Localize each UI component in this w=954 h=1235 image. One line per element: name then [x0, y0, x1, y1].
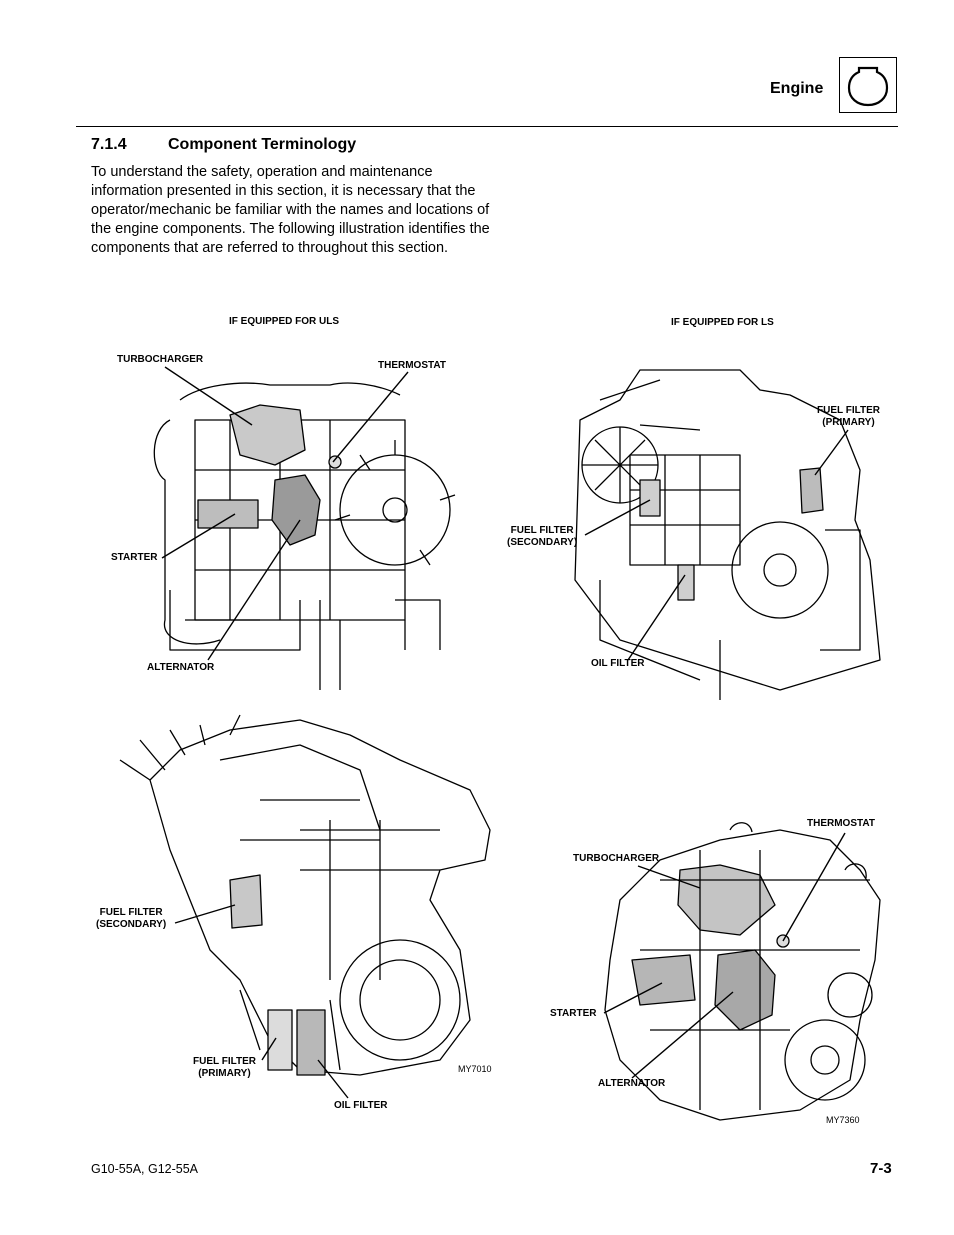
label-turbocharger-uls: TURBOCHARGER: [117, 354, 204, 365]
intro-paragraph: To understand the safety, operation and …: [91, 164, 490, 256]
leader-lines: [161, 366, 849, 1099]
label-oil-filter-uls-rear: OIL FILTER: [334, 1100, 388, 1111]
header-rule: [76, 126, 898, 127]
label-fuel-filter-primary-ls: FUEL FILTER (PRIMARY): [817, 405, 880, 428]
label-fuel-filter-secondary-uls-rear: FUEL FILTER (SECONDARY): [96, 907, 167, 930]
figure-caption-uls: IF EQUIPPED FOR ULS: [229, 316, 340, 327]
label-fuel-filter-primary-uls-rear: FUEL FILTER (PRIMARY): [193, 1056, 256, 1079]
label-alternator-uls: ALTERNATOR: [147, 662, 215, 673]
label-oil-filter-ls: OIL FILTER: [591, 658, 645, 669]
figure-code-my7360: MY7360: [826, 1115, 860, 1125]
section-title: Component Terminology: [168, 136, 357, 153]
footer-models: G10-55A, G12-55A: [91, 1162, 199, 1176]
label-thermostat-uls: THERMOSTAT: [378, 360, 446, 371]
engine-drawing-uls-rear: [119, 714, 491, 1076]
figure-code-my7010: MY7010: [458, 1064, 492, 1074]
label-alternator-ls-front: ALTERNATOR: [598, 1078, 666, 1089]
figure-caption-ls: IF EQUIPPED FOR LS: [671, 317, 774, 328]
section-number: 7.1.4: [91, 136, 127, 153]
engine-drawing-ls-front: [604, 822, 881, 1121]
label-turbocharger-ls-front: TURBOCHARGER: [573, 853, 660, 864]
label-fuel-filter-secondary-ls: FUEL FILTER (SECONDARY): [507, 525, 578, 548]
page-number: 7-3: [870, 1160, 892, 1177]
label-thermostat-ls-front: THERMOSTAT: [807, 818, 875, 829]
label-starter-uls: STARTER: [111, 552, 158, 563]
engine-drawing-uls: [153, 382, 456, 690]
engine-drawing-ls: [574, 369, 881, 700]
chapter-title: Engine: [770, 80, 824, 97]
chapter-tab: [839, 57, 897, 113]
label-starter-ls-front: STARTER: [550, 1008, 597, 1019]
engine-outline-icon: [847, 66, 889, 107]
